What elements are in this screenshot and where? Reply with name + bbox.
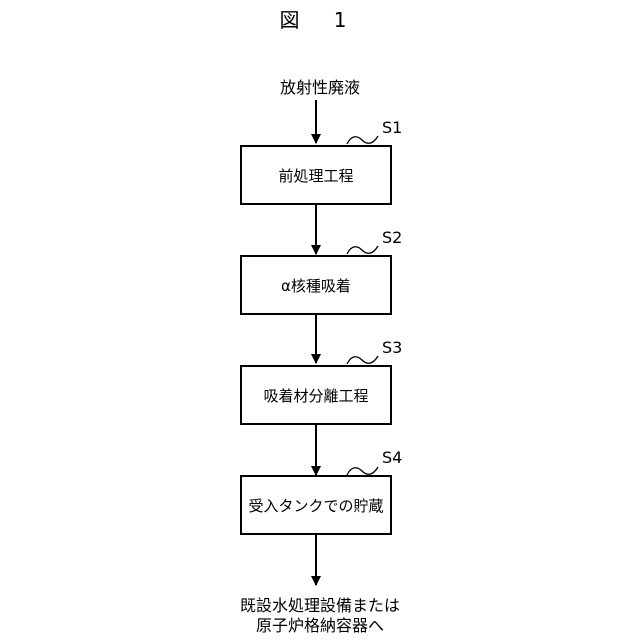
step-label-s2: α核種吸着 bbox=[281, 275, 351, 296]
step-label-s1: 前処理工程 bbox=[278, 165, 353, 186]
leader-s4 bbox=[347, 467, 378, 475]
step-id-s4: S4 bbox=[382, 448, 402, 468]
step-id-s1: S1 bbox=[382, 118, 402, 138]
output-label-line2: 原子炉格納容器へ bbox=[190, 616, 450, 636]
step-id-s3: S3 bbox=[382, 338, 402, 358]
leader-s2 bbox=[347, 246, 378, 254]
step-box-s4: 受入タンクでの貯蔵 bbox=[240, 475, 392, 535]
leader-s3 bbox=[347, 356, 378, 364]
step-box-s1: 前処理工程 bbox=[240, 145, 392, 205]
step-id-s2: S2 bbox=[382, 228, 402, 248]
leader-s1 bbox=[347, 136, 378, 144]
step-label-s3: 吸着材分離工程 bbox=[263, 385, 368, 406]
step-label-s4: 受入タンクでの貯蔵 bbox=[248, 495, 383, 516]
output-label: 既設水処理設備または 原子炉格納容器へ bbox=[190, 596, 450, 636]
step-box-s3: 吸着材分離工程 bbox=[240, 365, 392, 425]
output-label-line1: 既設水処理設備または bbox=[190, 596, 450, 616]
step-box-s2: α核種吸着 bbox=[240, 255, 392, 315]
